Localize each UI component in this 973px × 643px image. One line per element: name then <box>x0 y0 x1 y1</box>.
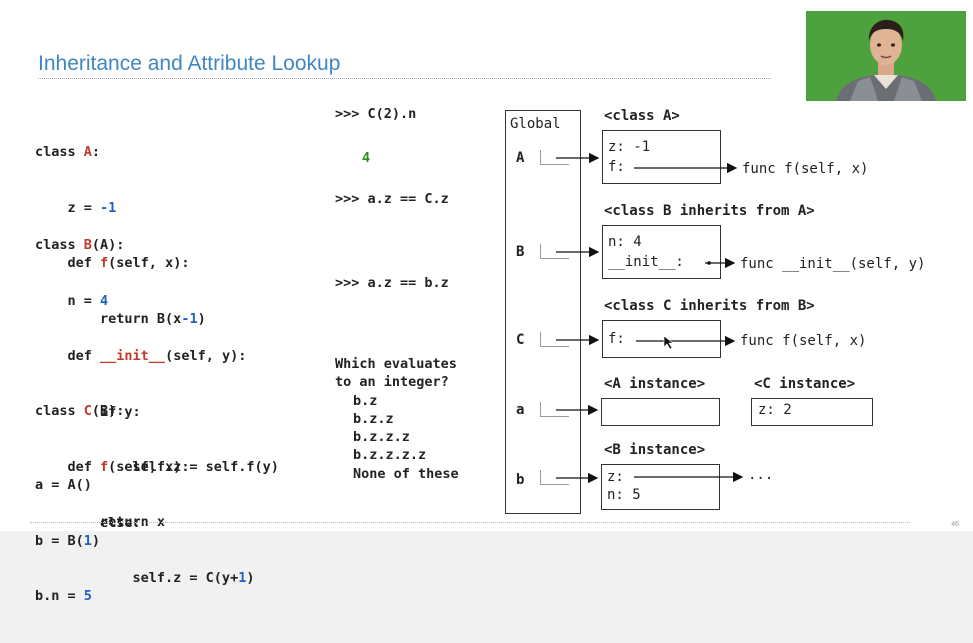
binding-slot <box>540 150 569 165</box>
code-line: class B(A): <box>35 237 125 253</box>
b-instance-box <box>601 464 720 510</box>
class-a-field-z: z: -1 <box>608 139 651 155</box>
init-pointer-dot <box>707 261 711 265</box>
page-number: 46 <box>951 521 959 528</box>
code-line: b.n = 5 <box>35 588 92 604</box>
option-4: b.z.z.z.z <box>353 447 427 463</box>
code-line: return B(x-1) <box>35 310 206 327</box>
class-c-header: <class C inherits from B> <box>604 298 815 314</box>
binding-slot <box>540 332 569 347</box>
class-a-field-f: f: <box>608 159 625 175</box>
b-instance-z-target: ... <box>748 467 774 483</box>
var-a: a <box>516 402 525 418</box>
option-2: b.z.z <box>353 411 394 427</box>
code-line: def f(self, x): <box>35 458 190 475</box>
class-c-field-f: f: <box>608 331 625 347</box>
class-c-box <box>602 320 721 358</box>
option-1: b.z <box>353 393 378 409</box>
a-instance-header: <A instance> <box>604 376 706 392</box>
c-instance-header: <C instance> <box>754 376 856 392</box>
class-b-box <box>602 225 721 279</box>
class-a-header: <class A> <box>604 108 680 124</box>
c-instance-box <box>751 398 873 426</box>
question-4-line-2: to an integer? <box>335 374 449 390</box>
class-a-box <box>602 130 721 184</box>
presenter-video <box>806 11 966 101</box>
b-instance-field-n: n: 5 <box>607 487 641 503</box>
var-C: C <box>516 332 525 348</box>
question-3: >>> a.z == b.z <box>335 275 449 291</box>
binding-slot <box>540 470 569 485</box>
class-a-func: func f(self, x) <box>742 161 869 177</box>
class-b-header: <class B inherits from A> <box>604 203 815 219</box>
code-line: if y: <box>35 403 141 420</box>
code-line: def __init__(self, y): <box>35 348 247 364</box>
var-b: b <box>516 472 525 488</box>
b-instance-field-z: z: <box>607 469 624 485</box>
b-instance-header: <B instance> <box>604 442 706 458</box>
code-line: a = A() <box>35 477 92 493</box>
code-line: z = -1 <box>35 199 117 216</box>
code-line: n = 4 <box>35 292 109 309</box>
class-b-func: func __init__(self, y) <box>740 256 926 272</box>
var-B: B <box>516 244 525 260</box>
title-divider <box>38 78 771 79</box>
global-frame <box>505 110 581 514</box>
code-line: class A: <box>35 144 101 160</box>
footer-divider <box>30 522 910 523</box>
pointer-arrows <box>556 152 744 484</box>
slide: Inheritance and Attribute Lookup class A… <box>0 0 973 604</box>
option-3: b.z.z.z <box>353 429 410 445</box>
code-line: b = B(1) <box>35 532 101 549</box>
presenter-avatar <box>806 11 966 101</box>
question-2: >>> a.z == C.z <box>335 191 449 207</box>
class-b-field-init: __init__: <box>608 254 684 270</box>
c-instance-field-z: z: 2 <box>758 402 792 418</box>
mouse-cursor-icon <box>663 335 674 350</box>
binding-slot <box>540 402 569 417</box>
answer-1: 4 <box>362 150 371 166</box>
question-1: >>> C(2).n <box>335 106 417 122</box>
question-4-line-1: Which evaluates <box>335 356 457 372</box>
code-line: def f(self, x): <box>35 255 190 271</box>
code-line: class C(B): <box>35 403 125 419</box>
a-instance-box <box>601 398 720 426</box>
class-c-func: func f(self, x) <box>740 333 867 349</box>
code-class-c: class C(B): def f(self, x): return x <box>35 365 189 569</box>
code-class-a: class A: z = -1 def f(self, x): return B… <box>35 106 206 365</box>
code-line: self.z = self.f(y) <box>35 459 279 475</box>
slide-title: Inheritance and Attribute Lookup <box>38 52 341 75</box>
binding-slot <box>540 244 569 259</box>
class-b-field-n: n: 4 <box>608 234 642 250</box>
option-5: None of these <box>353 466 459 482</box>
var-A: A <box>516 150 525 166</box>
global-frame-label: Global <box>510 116 561 132</box>
